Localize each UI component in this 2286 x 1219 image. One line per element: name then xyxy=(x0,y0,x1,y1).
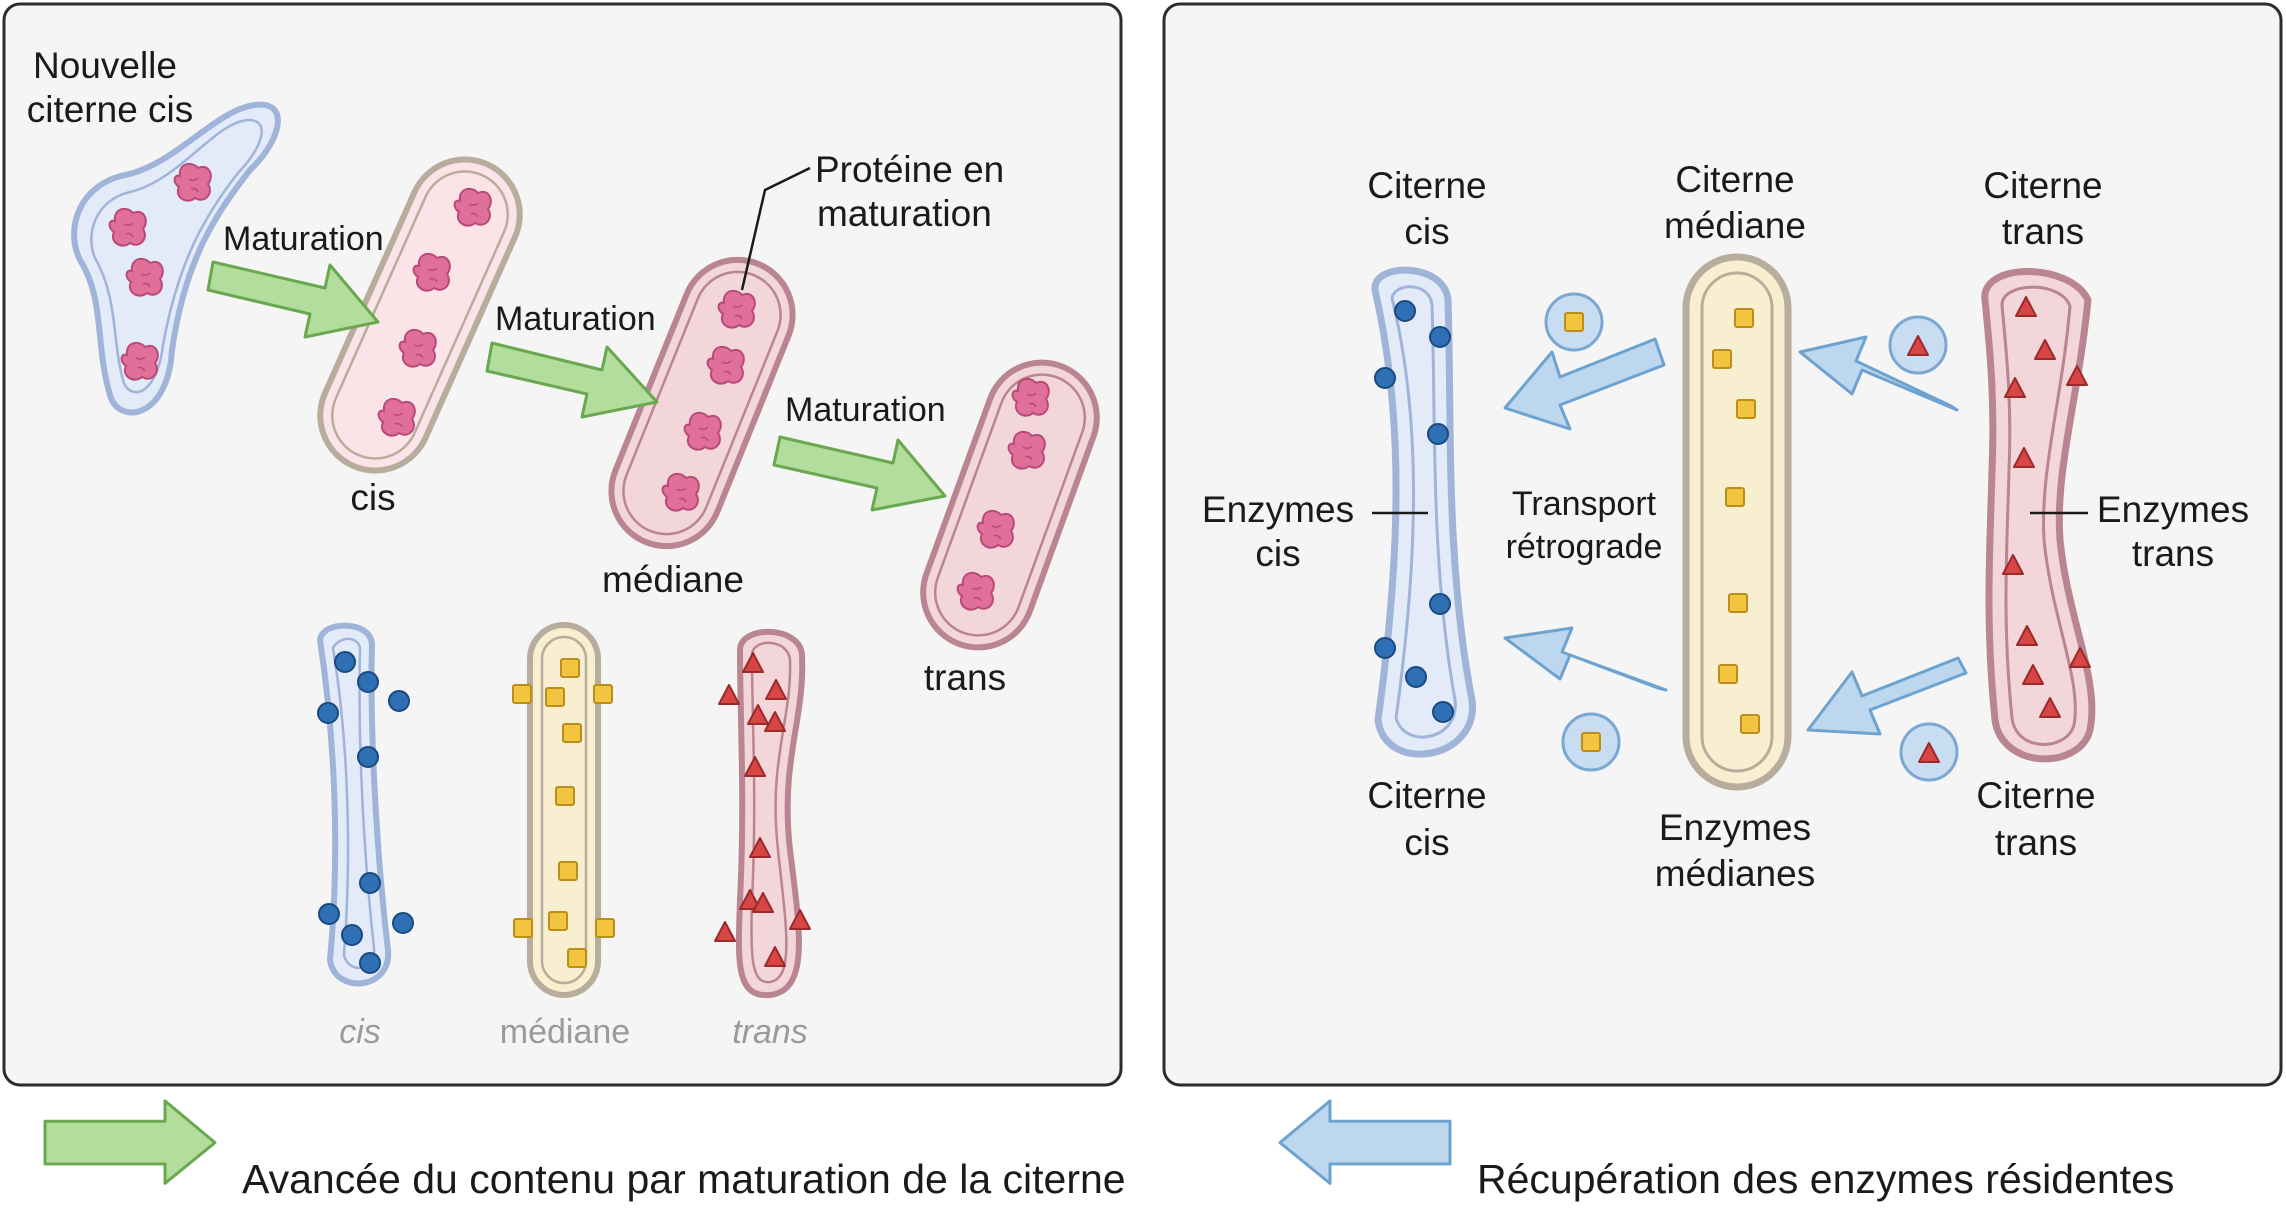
cis-top-label-line2: cis xyxy=(1404,211,1449,252)
small-cis-cisterna xyxy=(316,622,414,987)
protein-label-line1: Protéine en xyxy=(815,149,1004,190)
enzymes-trans-label-line1: Enzymes xyxy=(2097,489,2249,530)
vesicle-trans-bottom xyxy=(1899,722,1959,782)
trans-bottom-label-line2: trans xyxy=(1995,822,2077,863)
enzymes-trans-label-line2: trans xyxy=(2132,533,2214,574)
bottom-label-median: médiane xyxy=(500,1013,630,1051)
legend-blue-arrow-icon xyxy=(1278,1099,1452,1185)
vesicle-median-top xyxy=(1544,292,1604,352)
median-stage-cisterna xyxy=(608,256,796,550)
maturation-arrow-3 xyxy=(772,435,947,512)
stage-label-trans: trans xyxy=(924,657,1006,698)
maturation-arrow-2 xyxy=(485,341,659,419)
cis-bottom-label-line2: cis xyxy=(1404,822,1449,863)
protein-label-line2: maturation xyxy=(817,193,992,234)
median-top-label-line1: Citerne xyxy=(1675,159,1794,200)
small-median-cisterna xyxy=(512,622,615,998)
retrograde-arrow-trans-to-median-bottom xyxy=(1806,656,1968,736)
enzymes-cis-label-line1: Enzymes xyxy=(1202,489,1354,530)
maturation-label-2: Maturation xyxy=(495,300,656,338)
retrograde-arrow-trans-to-median-top xyxy=(1798,335,1959,412)
cis-bottom-label-line1: Citerne xyxy=(1367,775,1486,816)
legend-green-text: Avancée du contenu par maturation de la … xyxy=(242,1156,1126,1202)
left-panel-frame xyxy=(2,2,1123,1087)
cis-top-label-line1: Citerne xyxy=(1367,165,1486,206)
vesicle-median-bottom xyxy=(1561,712,1621,772)
maturation-label-3: Maturation xyxy=(785,391,946,429)
cis-stage-cisterna xyxy=(317,156,523,474)
vesicle-trans-top xyxy=(1888,315,1948,375)
new-cis-label-line1: Nouvelle xyxy=(33,45,177,86)
new-cis-cisterna xyxy=(71,101,281,416)
right-median-cisterna xyxy=(1682,253,1792,791)
transport-label-line2: rétrograde xyxy=(1506,528,1663,566)
transport-label-line1: Transport xyxy=(1512,485,1657,523)
enzymes-median-label-line2: médianes xyxy=(1655,853,1815,894)
stage-label-cis: cis xyxy=(350,477,395,518)
trans-top-label-line1: Citerne xyxy=(1983,165,2102,206)
maturation-label-1: Maturation xyxy=(223,220,384,258)
median-top-label-line2: médiane xyxy=(1664,205,1806,246)
enzymes-cis-label-line2: cis xyxy=(1255,533,1300,574)
enzymes-median-label-line1: Enzymes xyxy=(1659,807,1811,848)
small-trans-cisterna xyxy=(714,628,811,999)
bottom-label-cis: cis xyxy=(339,1013,381,1051)
trans-bottom-label-line1: Citerne xyxy=(1976,775,2095,816)
stage-label-median: médiane xyxy=(602,559,744,600)
retrograde-arrow-median-to-cis-bottom xyxy=(1503,626,1668,692)
new-cis-label-line2: citerne cis xyxy=(27,89,194,130)
protein-pointer-line xyxy=(740,166,811,291)
legend-green-arrow-icon xyxy=(43,1099,217,1185)
maturation-arrow-1 xyxy=(206,260,380,339)
bottom-label-trans: trans xyxy=(732,1013,808,1051)
legend-blue-text: Récupération des enzymes résidentes xyxy=(1477,1156,2174,1202)
right-trans-cisterna xyxy=(1981,268,2096,763)
retrograde-arrow-median-to-cis-top xyxy=(1503,337,1666,431)
trans-top-label-line2: trans xyxy=(2002,211,2084,252)
